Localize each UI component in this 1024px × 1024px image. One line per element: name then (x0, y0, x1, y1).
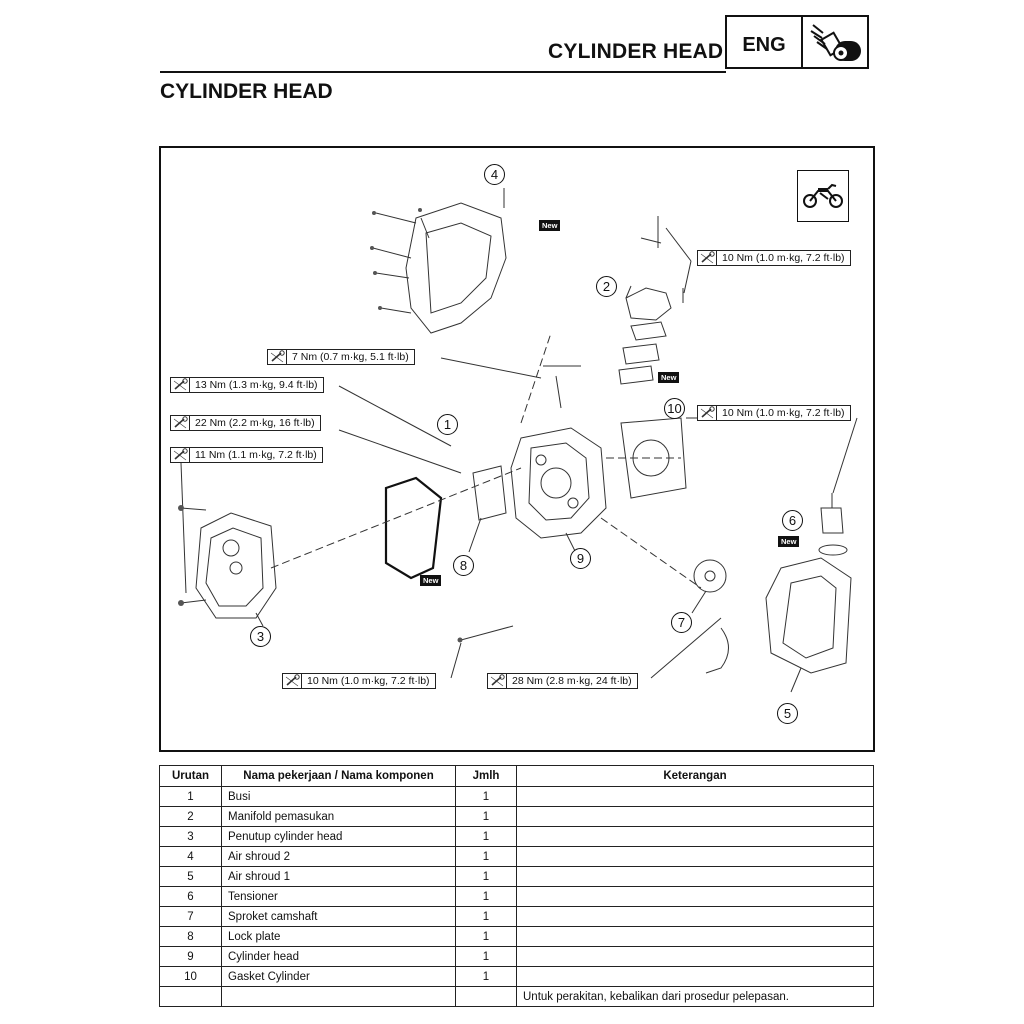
diagram-drawing (178, 188, 858, 693)
wrench-icon (171, 448, 190, 462)
torque-spec: 10 Nm (1.0 m·kg, 7.2 ft·lb) (697, 250, 851, 266)
tensioner-part (820, 507, 844, 534)
air-shroud-1-part (765, 557, 852, 674)
eng-badge-label: ENG (742, 34, 786, 56)
motorcycle-icon-box (797, 170, 849, 222)
callout-5: 5 (777, 703, 798, 724)
callout-4: 4 (484, 164, 505, 185)
footer-note: Untuk perakitan, kebalikan dari prosedur… (516, 986, 874, 1007)
sprocket-part (693, 559, 727, 593)
table-header-row: Urutan Nama pekerjaan / Nama komponen Jm… (159, 765, 874, 787)
wrench-icon (171, 378, 190, 392)
wrench-icon (268, 350, 287, 364)
callout-2: 2 (596, 276, 617, 297)
wrench-icon (698, 406, 717, 420)
page-title: CYLINDER HEAD (160, 80, 333, 103)
torque-spec: 10 Nm (1.0 m·kg, 7.2 ft·lb) (697, 405, 851, 421)
col-header-urutan: Urutan (159, 765, 222, 787)
col-header-keterangan: Keterangan (516, 765, 874, 787)
new-tag: New (539, 220, 561, 231)
callout-10: 10 (664, 398, 685, 419)
gasket-part (620, 417, 687, 499)
wrench-icon (283, 674, 302, 688)
torque-spec: 7 Nm (0.7 m·kg, 5.1 ft·lb) (267, 349, 415, 365)
cover-gasket-part (384, 476, 443, 580)
parts-table: Urutan Nama pekerjaan / Nama komponen Jm… (159, 765, 874, 1007)
callout-8: 8 (453, 555, 474, 576)
engine-icon (810, 24, 861, 61)
torque-spec: 10 Nm (1.0 m·kg, 7.2 ft·lb) (282, 673, 436, 689)
exploded-diagram: 4 2 1 10 6 9 8 3 7 5 New New New New 10 … (159, 146, 875, 752)
callout-7: 7 (671, 612, 692, 633)
new-tag: New (420, 575, 442, 586)
torque-spec: 28 Nm (2.8 m·kg, 24 ft·lb) (487, 673, 638, 689)
new-tag: New (778, 536, 800, 547)
callout-3: 3 (250, 626, 271, 647)
torque-spec: 13 Nm (1.3 m·kg, 9.4 ft·lb) (170, 377, 324, 393)
callout-1: 1 (437, 414, 458, 435)
torque-spec: 22 Nm (2.2 m·kg, 16 ft·lb) (170, 415, 321, 431)
section-title: CYLINDER HEAD (548, 40, 724, 63)
table-footer-row: Untuk perakitan, kebalikan dari prosedur… (159, 986, 874, 1007)
badge-divider (801, 17, 803, 67)
wrench-icon (698, 251, 717, 265)
col-header-nama: Nama pekerjaan / Nama komponen (221, 765, 456, 787)
manifold-part (625, 287, 672, 321)
cylinder-head-part (510, 427, 607, 539)
motorcycle-icon (803, 183, 843, 208)
torque-spec: 11 Nm (1.1 m·kg, 7.2 ft·lb) (170, 447, 323, 463)
new-tag: New (658, 372, 680, 383)
lock-plate-part (472, 465, 507, 521)
col-header-jmlh: Jmlh (455, 765, 517, 787)
air-shroud-2-part (405, 202, 507, 334)
wrench-icon (488, 674, 507, 688)
eng-badge: ENG (725, 15, 869, 69)
header-rule (160, 71, 726, 73)
wrench-icon (171, 416, 190, 430)
callout-9: 9 (570, 548, 591, 569)
head-cover-part (195, 512, 277, 619)
callout-6: 6 (782, 510, 803, 531)
